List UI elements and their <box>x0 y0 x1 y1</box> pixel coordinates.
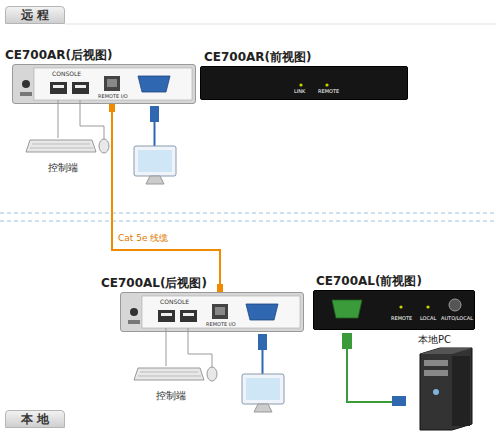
usb-wires <box>58 100 212 368</box>
section-tab: 本 地 <box>5 410 65 428</box>
divider-line <box>0 213 496 214</box>
keyboard-mouse-remote <box>26 139 109 153</box>
device-heading: CE700AR(前视图) <box>204 49 312 66</box>
panel-label: CONSOLE <box>160 299 189 306</box>
ar-rear-panel <box>20 68 192 100</box>
cable-plug <box>217 284 223 292</box>
cable-plug <box>109 104 115 112</box>
panel-label: AUTO/LOCAL <box>441 316 473 322</box>
monitor-local <box>242 334 284 412</box>
device-label: 本地PC <box>418 334 451 346</box>
device-heading: CE700AL(前视图) <box>316 273 422 290</box>
al-rear-panel <box>128 296 300 328</box>
rule-line <box>65 24 496 25</box>
keyboard-mouse-local <box>134 367 217 381</box>
ar-front-leds <box>299 83 328 86</box>
device-heading: CE700AL(后视图) <box>101 275 207 292</box>
device-label: 控制端 <box>48 162 78 174</box>
section-tab: 远 程 <box>5 6 65 24</box>
panel-label: REMOTE <box>391 316 412 322</box>
device-heading: CE700AR(后视图) <box>5 47 113 64</box>
panel-label: LINK <box>294 89 305 95</box>
panel-label: REMOTE I/O <box>206 322 236 328</box>
section-title: 本 地 <box>21 411 49 428</box>
device-box: CE700AR(前视图) <box>200 66 408 100</box>
cat5e-cable <box>112 104 220 292</box>
panel-label: REMOTE <box>318 89 339 95</box>
divider-line <box>0 221 496 222</box>
pc-cable <box>342 333 406 406</box>
section-title: 远 程 <box>21 7 49 24</box>
panel-label: LOCAL <box>420 316 436 322</box>
panel-label: REMOTE I/O <box>98 94 128 100</box>
panel-label: CONSOLE <box>52 71 81 78</box>
edge-label: Cat 5e 线缆 <box>117 233 169 243</box>
device-box: CE700AL(前视图) <box>313 290 475 330</box>
device-label: 控制端 <box>156 390 186 402</box>
monitor-remote <box>134 106 176 184</box>
pc-tower <box>420 348 472 430</box>
